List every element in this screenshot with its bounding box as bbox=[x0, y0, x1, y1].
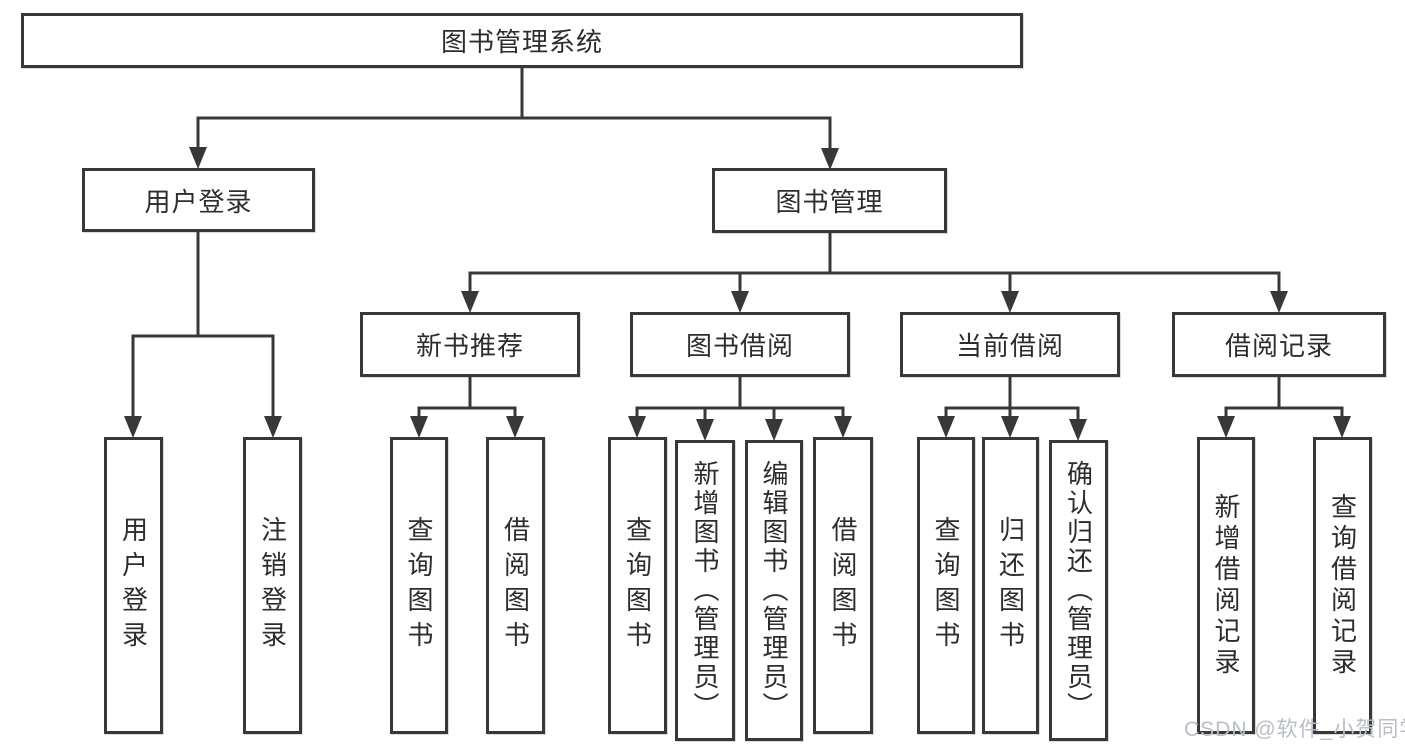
leaf-return-book: 归还图书 bbox=[982, 437, 1039, 734]
arrowheads-user-login-children bbox=[124, 416, 282, 438]
arrowheads-borrow-records bbox=[1217, 416, 1351, 438]
leaf-confirm-return-admin-label: 确认归还（管理员） bbox=[1063, 460, 1094, 721]
leaf-add-book-admin-label: 新增图书（管理员） bbox=[690, 460, 720, 721]
arrowheads-book-borrow bbox=[628, 416, 852, 441]
leaf-add-borrow-record: 新增借阅记录 bbox=[1197, 437, 1255, 734]
arrowheads-level2 bbox=[189, 147, 839, 170]
leaf-add-borrow-record-label: 新增借阅记录 bbox=[1211, 492, 1241, 679]
node-user-login-label: 用户登录 bbox=[144, 186, 253, 217]
leaf-query-books-borrow: 查询图书 bbox=[608, 437, 667, 734]
leaf-borrow-books-recommend-label: 借阅图书 bbox=[500, 515, 531, 656]
leaf-edit-book-admin: 编辑图书（管理员） bbox=[745, 440, 803, 741]
node-book-borrow-label: 图书借阅 bbox=[685, 331, 794, 361]
connector-borrow-records-children bbox=[1224, 377, 1344, 421]
node-user-login: 用户登录 bbox=[82, 168, 315, 232]
leaf-query-books-recommend-label: 查询图书 bbox=[404, 515, 434, 656]
leaf-borrow-books-borrow-label: 借阅图书 bbox=[828, 515, 858, 656]
leaf-query-books-borrow-label: 查询图书 bbox=[622, 515, 653, 656]
node-borrow-records: 借阅记录 bbox=[1172, 312, 1386, 377]
arrowheads-new-book-recommend bbox=[410, 416, 524, 438]
leaf-logout-label: 注销登录 bbox=[257, 515, 288, 656]
connector-root-to-level2 bbox=[196, 66, 832, 153]
leaf-borrow-books-borrow: 借阅图书 bbox=[813, 437, 873, 734]
leaf-query-books-recommend: 查询图书 bbox=[390, 437, 448, 734]
arrowheads-current-borrow bbox=[937, 416, 1087, 441]
leaf-query-books-current: 查询图书 bbox=[917, 437, 975, 734]
leaf-confirm-return-admin: 确认归还（管理员） bbox=[1049, 440, 1108, 741]
connector-book-borrow-children bbox=[635, 377, 845, 424]
leaf-logout: 注销登录 bbox=[243, 437, 302, 734]
connector-book-management-children bbox=[468, 233, 1281, 296]
node-root: 图书管理系统 bbox=[21, 13, 1023, 68]
connector-new-book-recommend-children bbox=[417, 377, 517, 421]
node-book-management: 图书管理 bbox=[712, 168, 947, 233]
leaf-query-books-current-label: 查询图书 bbox=[931, 515, 961, 656]
leaf-query-borrow-record-label: 查询借阅记录 bbox=[1327, 492, 1358, 679]
connector-current-borrow-children bbox=[944, 377, 1080, 424]
leaf-add-book-admin: 新增图书（管理员） bbox=[675, 440, 735, 741]
node-new-book-recommend-label: 新书推荐 bbox=[415, 331, 524, 361]
node-borrow-records-label: 借阅记录 bbox=[1224, 331, 1333, 361]
node-new-book-recommend: 新书推荐 bbox=[360, 312, 580, 377]
leaf-borrow-books-recommend: 借阅图书 bbox=[486, 437, 545, 734]
node-root-label: 图书管理系统 bbox=[440, 27, 603, 57]
node-current-borrow-label: 当前借阅 bbox=[955, 331, 1064, 361]
leaf-query-borrow-record: 查询借阅记录 bbox=[1313, 437, 1372, 734]
leaf-user-login-label: 用户登录 bbox=[118, 515, 149, 656]
arrowheads-level3 bbox=[461, 291, 1288, 313]
csdn-watermark: CSDN @软件_小贺同学 bbox=[1184, 718, 1405, 741]
connector-user-login-children bbox=[131, 232, 275, 421]
leaf-user-login: 用户登录 bbox=[104, 437, 163, 734]
node-current-borrow: 当前借阅 bbox=[900, 312, 1120, 377]
node-book-borrow: 图书借阅 bbox=[630, 312, 850, 377]
node-book-management-label: 图书管理 bbox=[775, 187, 884, 217]
leaf-return-book-label: 归还图书 bbox=[995, 515, 1026, 656]
leaf-edit-book-admin-label: 编辑图书（管理员） bbox=[759, 460, 789, 721]
